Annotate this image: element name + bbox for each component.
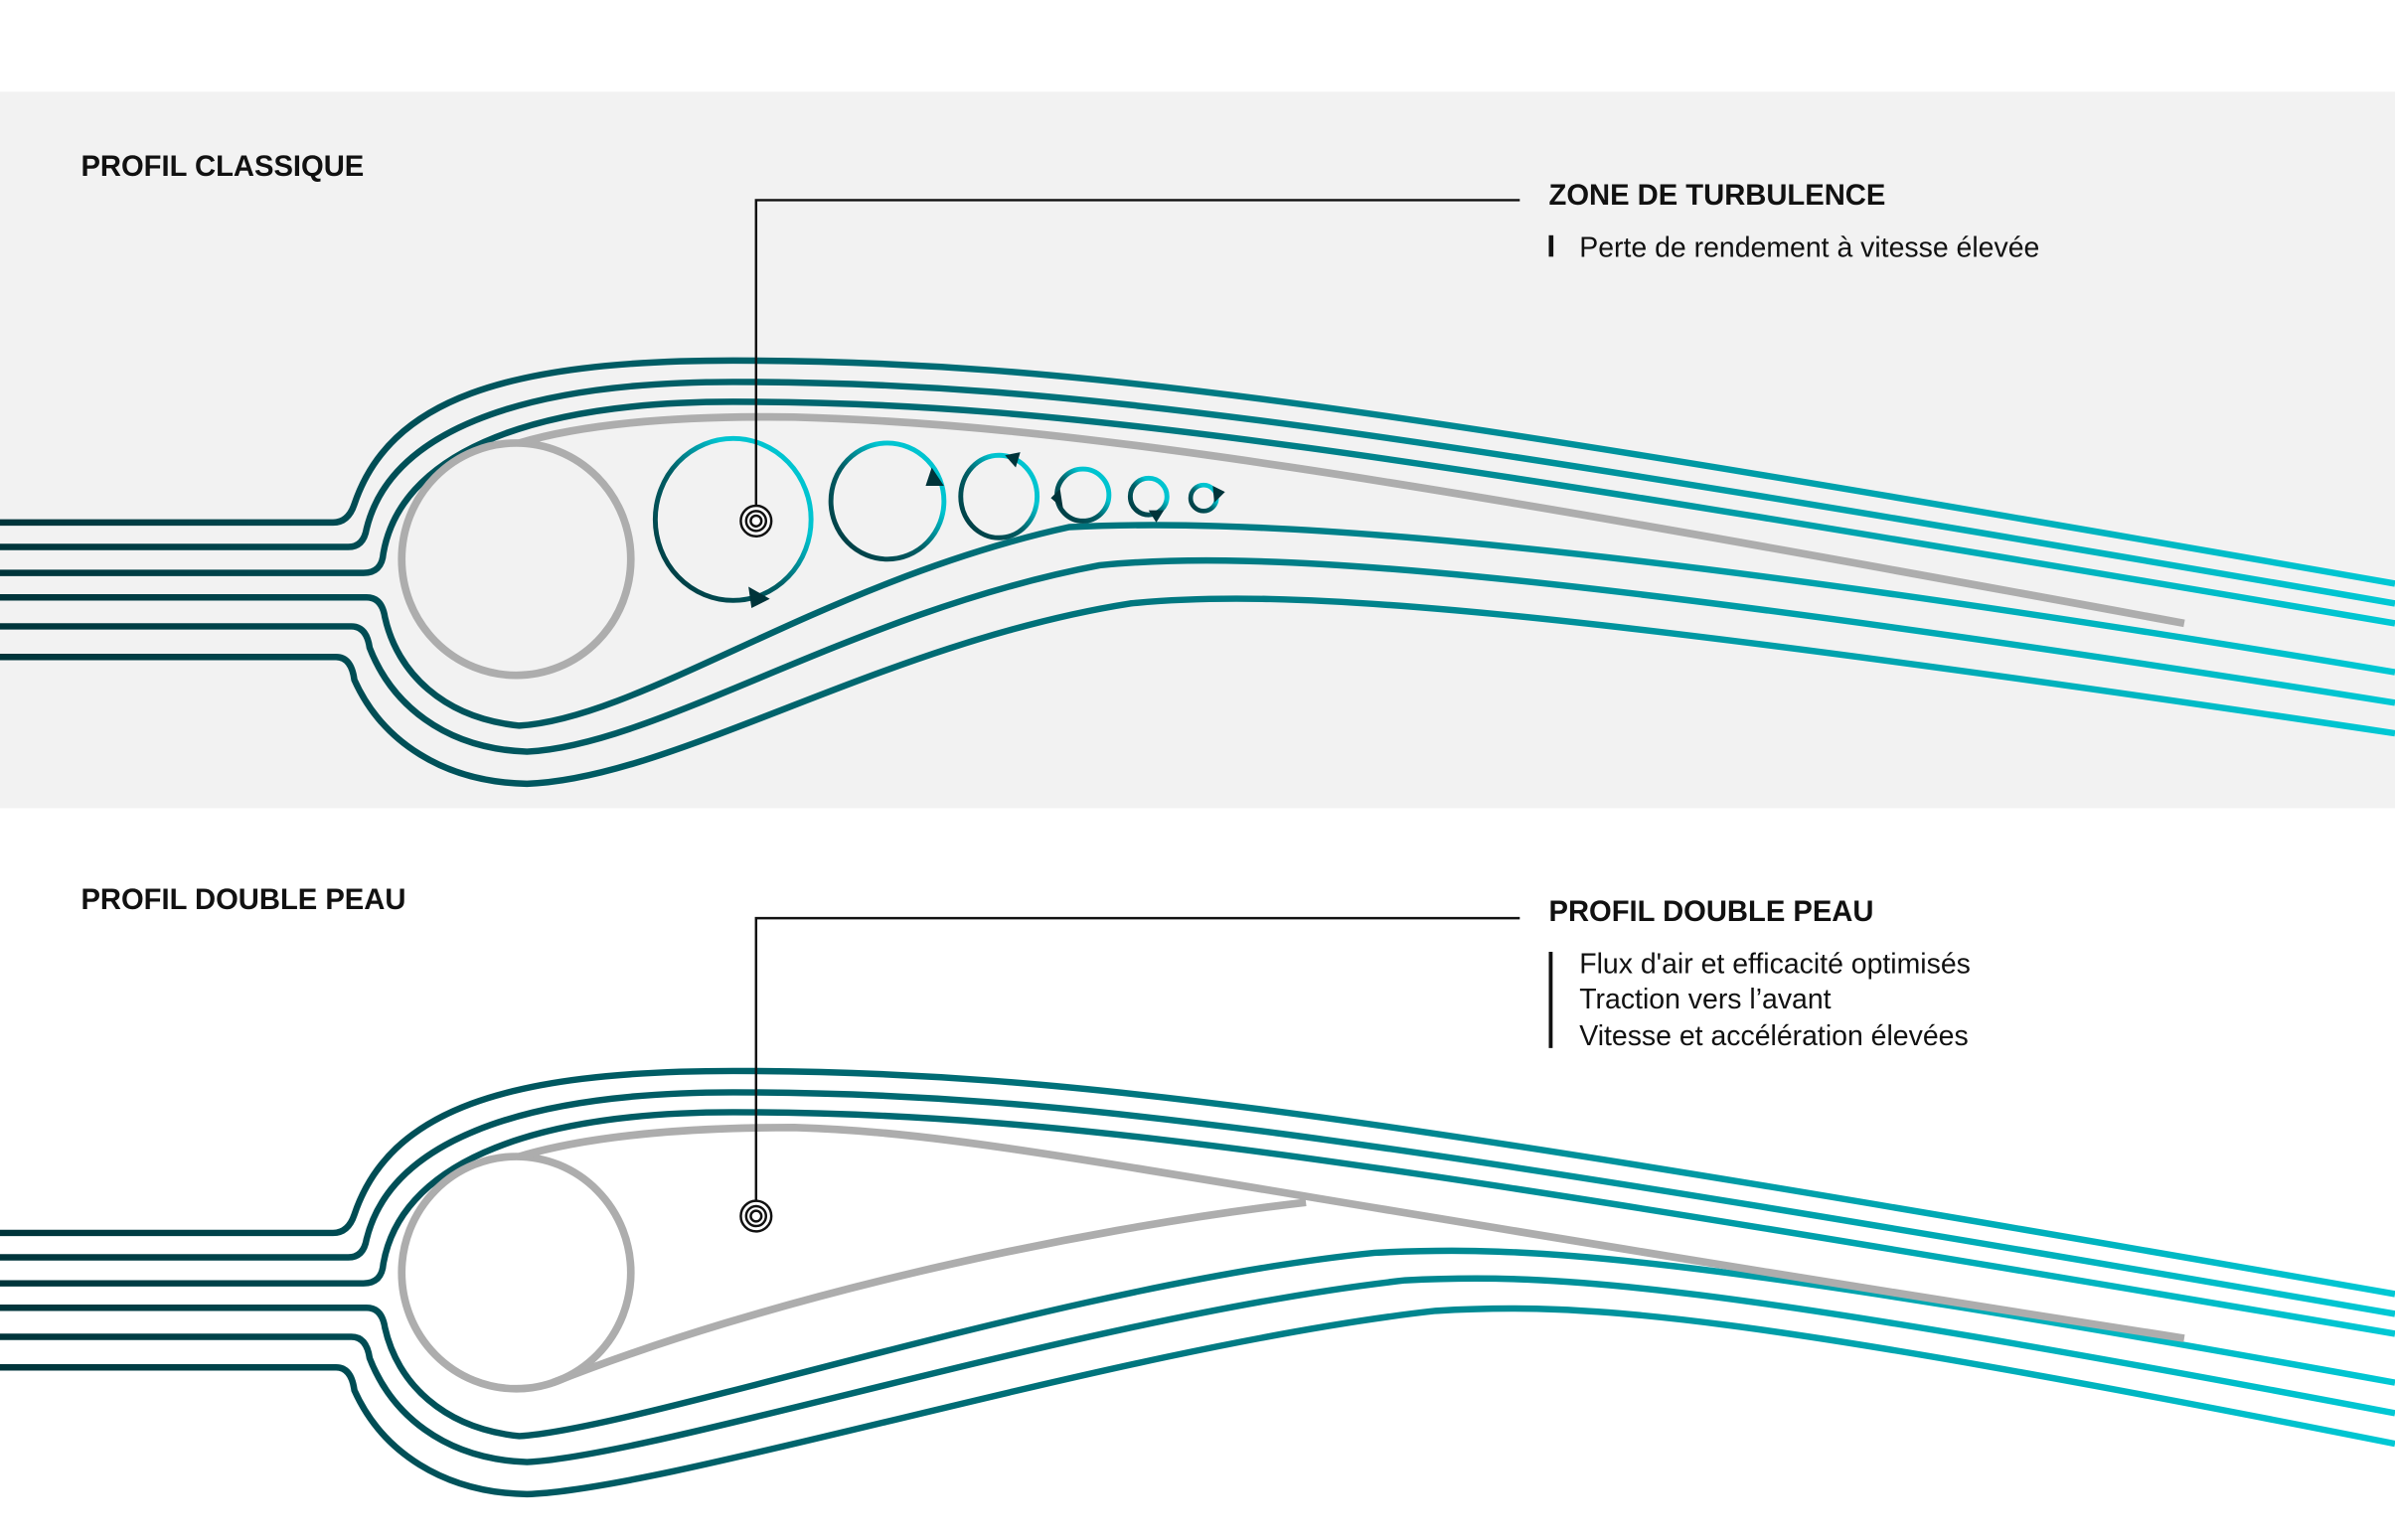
upper-skin: [518, 412, 2185, 628]
streamline: [0, 1109, 2395, 1337]
leading-edge-tube: [398, 439, 635, 680]
leading-edge-tube: [398, 1153, 635, 1393]
target-marker-icon: [739, 504, 773, 538]
rotation-arrow-icon: [1212, 485, 1225, 503]
double-skin-panel: PROFIL DOUBLE PEAU PROFIL DOUBLE PEAU: [0, 884, 2395, 1498]
turbulence-vortices: [652, 435, 1225, 609]
classic-panel: PROFIL CLASSIQUE: [0, 151, 2395, 788]
classic-callout-line: Perte de rendement à vitesse élevée: [1579, 231, 2039, 263]
classic-panel-title: PROFIL CLASSIQUE: [80, 151, 364, 183]
vortex: [828, 440, 947, 562]
callout-bar: [1548, 234, 1554, 257]
lower-skin: [551, 1198, 1307, 1387]
double-skin-upper-streamlines: [0, 1067, 2395, 1337]
classic-upper-streamlines: [0, 357, 2395, 627]
callout-bar: [1548, 951, 1553, 1048]
streamline: [0, 556, 2395, 755]
double-skin-panel-title: PROFIL DOUBLE PEAU: [80, 884, 405, 916]
streamline: [0, 1305, 2395, 1498]
double-skin-callout-line: Flux d'air et efficacité optimisés: [1579, 949, 1971, 981]
double-skin-lower-streamlines: [0, 1247, 2395, 1498]
streamline: [0, 595, 2395, 788]
classic-wing-profile: [398, 412, 2185, 680]
vortex: [958, 452, 1040, 540]
rotation-arrow-icon: [1005, 452, 1021, 468]
vortex: [1188, 482, 1225, 514]
classic-callout-title: ZONE DE TURBULENCE: [1549, 180, 1886, 212]
streamline: [0, 1275, 2395, 1465]
classic-lower-streamlines: [0, 522, 2395, 788]
upper-skin: [518, 1123, 2185, 1342]
double-skin-callout-title: PROFIL DOUBLE PEAU: [1549, 896, 1874, 928]
rotation-arrow-icon: [748, 586, 770, 609]
rotation-arrow-icon: [925, 467, 944, 486]
double-skin-callout-line: Traction vers l’avant: [1579, 984, 1831, 1015]
streamline: [0, 398, 2395, 627]
classic-callout-leader: [739, 199, 1520, 538]
target-marker-icon: [739, 1199, 773, 1233]
vortex: [1050, 466, 1112, 524]
streamline: [0, 379, 2395, 607]
double-skin-callout-line: Vitesse et accélération élevées: [1579, 1020, 1968, 1052]
streamline: [0, 522, 2395, 729]
streamline: [0, 357, 2395, 587]
rotation-arrow-icon: [1148, 510, 1165, 523]
vortex: [652, 435, 814, 609]
rotation-arrow-icon: [1050, 489, 1063, 510]
streamline: [0, 1067, 2395, 1298]
streamline: [0, 1089, 2395, 1317]
streamline: [0, 1247, 2395, 1440]
vortex: [1127, 475, 1170, 523]
double-skin-callout-leader: [739, 916, 1520, 1233]
double-skin-wing-profile: [398, 1123, 2185, 1393]
